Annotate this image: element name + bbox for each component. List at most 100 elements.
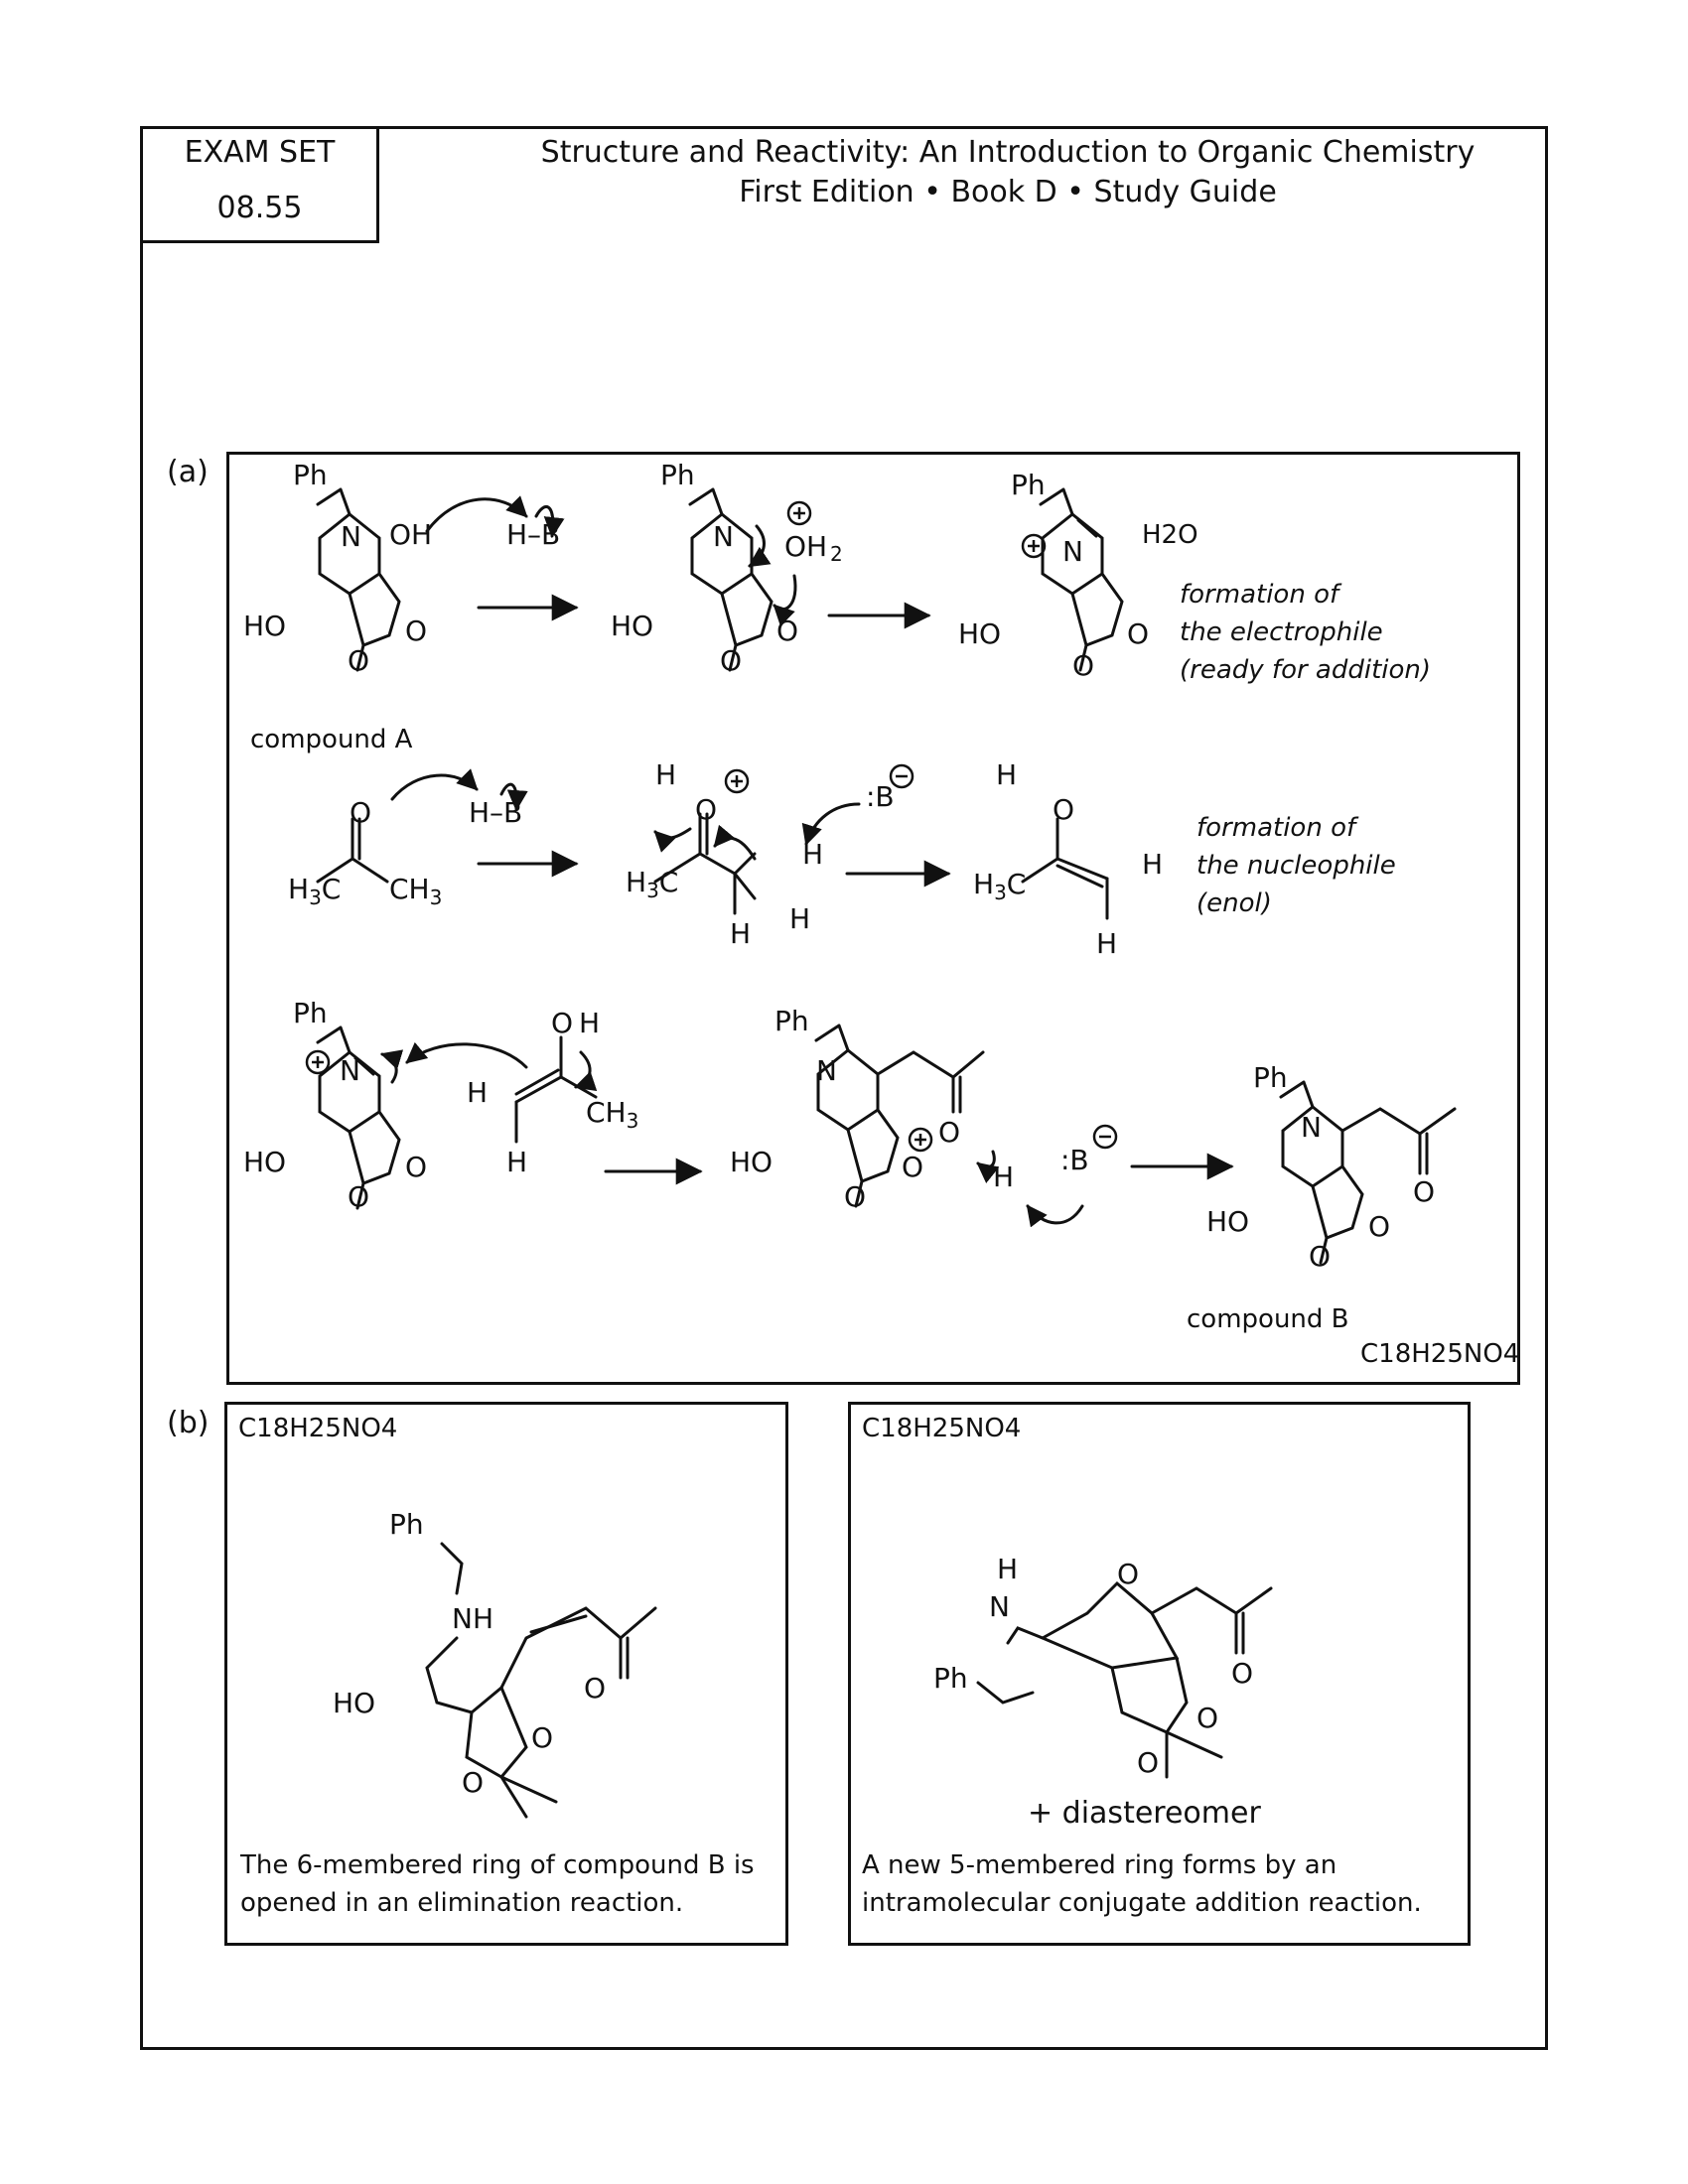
svg-text:H: H: [730, 917, 751, 950]
svg-text:Ph: Ph: [293, 459, 328, 491]
compound-b-structure: [1279, 1080, 1457, 1265]
svg-text:N: N: [1062, 535, 1083, 568]
iminium-electrophile-structure: [316, 1025, 401, 1210]
svg-text:O: O: [720, 644, 742, 677]
svg-text:N: N: [816, 1054, 837, 1087]
svg-text:O: O: [1137, 1746, 1159, 1779]
part-a-label: (a): [167, 455, 209, 489]
enol-nucleophile-structure: [514, 1035, 598, 1144]
svg-text:H: H: [996, 758, 1017, 791]
svg-text:H: H: [802, 838, 823, 871]
svg-text:N: N: [989, 1590, 1010, 1623]
svg-text:2: 2: [830, 542, 843, 566]
compound-b-formula: C18H25NO4: [1360, 1339, 1520, 1369]
part-b-left-panel: [224, 1402, 788, 1946]
svg-text:OH: OH: [389, 518, 432, 551]
svg-text:O: O: [1309, 1240, 1331, 1273]
svg-text:O: O: [902, 1151, 923, 1183]
svg-text:O: O: [776, 614, 798, 647]
svg-text:O: O: [1117, 1558, 1139, 1590]
svg-text:H–B: H–B: [506, 518, 560, 551]
svg-text:H–B: H–B: [469, 796, 522, 829]
page-header: Structure and Reactivity: An Introductio…: [437, 133, 1579, 212]
svg-text:H: H: [789, 902, 810, 935]
svg-text:HO: HO: [333, 1687, 375, 1719]
svg-text:HO: HO: [1206, 1205, 1249, 1238]
svg-text:N: N: [713, 520, 734, 553]
svg-text:O: O: [844, 1180, 866, 1213]
svg-text:O: O: [584, 1672, 606, 1705]
svg-text:O: O: [462, 1766, 484, 1799]
left-caption: The 6-membered ring of compound B is ope…: [240, 1850, 755, 1918]
svg-text:O: O: [405, 614, 427, 647]
elimination-product-structure: [425, 1542, 657, 1819]
svg-text:CH3: CH3: [586, 1096, 638, 1133]
svg-text:O: O: [348, 644, 369, 677]
nucleophile-note: formation of the nucleophile (enol): [1196, 813, 1396, 918]
svg-text:H: H: [579, 1007, 600, 1039]
svg-text:HO: HO: [611, 610, 653, 642]
exam-set-label: EXAM SET: [184, 135, 336, 170]
svg-text:O: O: [1413, 1175, 1435, 1208]
iminium-structure: [1039, 487, 1124, 672]
part-b-label: (b): [167, 1406, 210, 1440]
svg-text:OH: OH: [784, 530, 827, 563]
svg-text:O: O: [938, 1116, 960, 1149]
svg-text:Ph: Ph: [389, 1508, 424, 1541]
adduct-structure: [814, 1024, 985, 1208]
svg-text:H: H: [655, 758, 676, 791]
svg-text:O: O: [1127, 617, 1149, 650]
svg-text:H3C: H3C: [626, 866, 678, 902]
svg-text:N: N: [1301, 1111, 1322, 1144]
left-formula: C18H25NO4: [238, 1414, 398, 1443]
svg-text::B: :B: [1060, 1144, 1089, 1176]
svg-text:Ph: Ph: [1011, 469, 1046, 501]
svg-text:Ph: Ph: [1253, 1061, 1288, 1094]
svg-text:H: H: [1096, 927, 1117, 960]
svg-text:H: H: [997, 1553, 1018, 1585]
svg-text:N: N: [340, 1054, 360, 1087]
svg-text:Ph: Ph: [660, 459, 695, 491]
svg-text:N: N: [341, 520, 361, 553]
svg-text:Ph: Ph: [774, 1005, 809, 1037]
diastereomer-label: + diastereomer: [1028, 1796, 1261, 1831]
svg-text:O: O: [551, 1007, 573, 1039]
svg-text:HO: HO: [958, 617, 1001, 650]
compound-a-label: compound A: [250, 725, 413, 754]
charge-symbols: [305, 500, 1118, 1153]
electrophile-note: formation of the electrophile (ready for…: [1180, 580, 1432, 685]
svg-text:H: H: [506, 1146, 527, 1178]
svg-text:O: O: [1231, 1657, 1253, 1690]
right-caption: A new 5-membered ring forms by an intram…: [862, 1850, 1422, 1918]
svg-text:H3C: H3C: [973, 868, 1026, 904]
svg-text:HO: HO: [243, 1146, 286, 1178]
part-a-panel: [226, 452, 1520, 1385]
exam-set-box: EXAM SET 08.55: [140, 126, 379, 243]
svg-text:O: O: [1196, 1702, 1218, 1734]
header-subtitle: First Edition • Book D • Study Guide: [739, 175, 1277, 209]
svg-text:H: H: [1142, 848, 1163, 881]
svg-text:Ph: Ph: [933, 1662, 968, 1695]
compound-b-label: compound B: [1187, 1304, 1349, 1334]
svg-text:O: O: [1072, 649, 1094, 682]
header-title: Structure and Reactivity: An Introductio…: [540, 135, 1476, 170]
svg-text:H: H: [467, 1076, 488, 1109]
acetone-structure: [316, 817, 389, 884]
part-b-right-panel: [848, 1402, 1471, 1946]
svg-text:O: O: [350, 796, 371, 829]
compound-a-intermediate-structure: [688, 487, 774, 672]
svg-text:O: O: [348, 1180, 369, 1213]
exam-set-number: 08.55: [216, 191, 303, 225]
right-formula: C18H25NO4: [862, 1414, 1022, 1443]
svg-text:H3C: H3C: [288, 873, 341, 909]
cyclization-product-structure: [976, 1580, 1273, 1779]
svg-text:HO: HO: [730, 1146, 773, 1178]
svg-text:O: O: [1053, 793, 1074, 826]
svg-text::B: :B: [866, 780, 895, 813]
enol-structure: [1021, 817, 1109, 920]
svg-text:H: H: [993, 1160, 1014, 1193]
svg-text:O: O: [531, 1721, 553, 1754]
svg-text:O: O: [405, 1151, 427, 1183]
page-frame: [140, 126, 1548, 2050]
